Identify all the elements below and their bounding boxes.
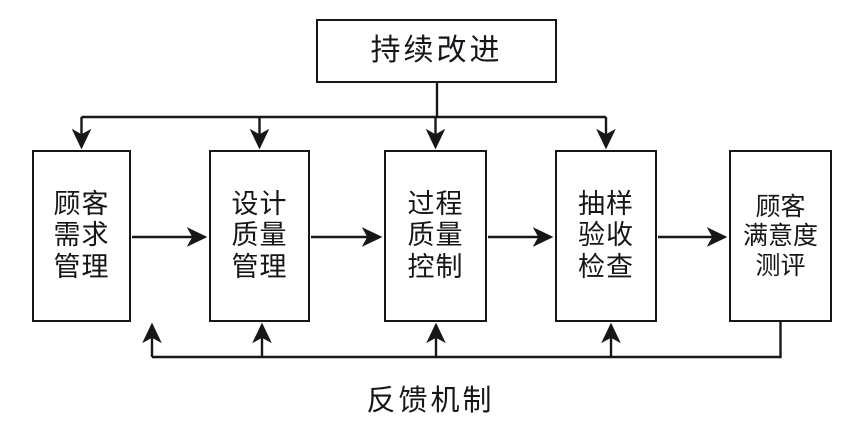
node-label-line: 质量	[231, 220, 288, 252]
node-continuous-improvement[interactable]: 持续改进	[316, 19, 557, 83]
feedback-mechanism-caption: 反馈机制	[366, 383, 495, 417]
node-design-quality-management[interactable]: 设计 质量 管理	[209, 150, 310, 322]
node-label-line: 满意度	[742, 221, 818, 251]
node-label-line: 抽样	[578, 188, 634, 220]
node-customer-requirement-management[interactable]: 顾客 需求 管理	[32, 150, 131, 322]
node-label-line: 过程	[407, 188, 464, 220]
node-label-line: 顾客	[53, 188, 110, 220]
node-label-line: 管理	[231, 251, 288, 283]
node-label-line: 管理	[53, 251, 110, 283]
connector-feedback-bus	[152, 322, 782, 359]
node-label-line: 持续改进	[370, 33, 503, 69]
node-label-line: 需求	[53, 220, 110, 252]
node-label-line: 验收	[578, 220, 634, 252]
node-sampling-acceptance-inspection[interactable]: 抽样 验收 检查	[555, 150, 657, 322]
node-customer-satisfaction-evaluation[interactable]: 顾客 满意度 测评	[729, 150, 832, 322]
node-label-line: 检查	[578, 251, 634, 283]
node-label-line: 设计	[231, 188, 288, 220]
node-label-line: 控制	[407, 251, 464, 283]
node-label-line: 测评	[755, 250, 806, 280]
node-label-line: 质量	[407, 220, 464, 252]
node-label-line: 顾客	[755, 192, 806, 222]
node-process-quality-control[interactable]: 过程 质量 控制	[384, 150, 487, 322]
